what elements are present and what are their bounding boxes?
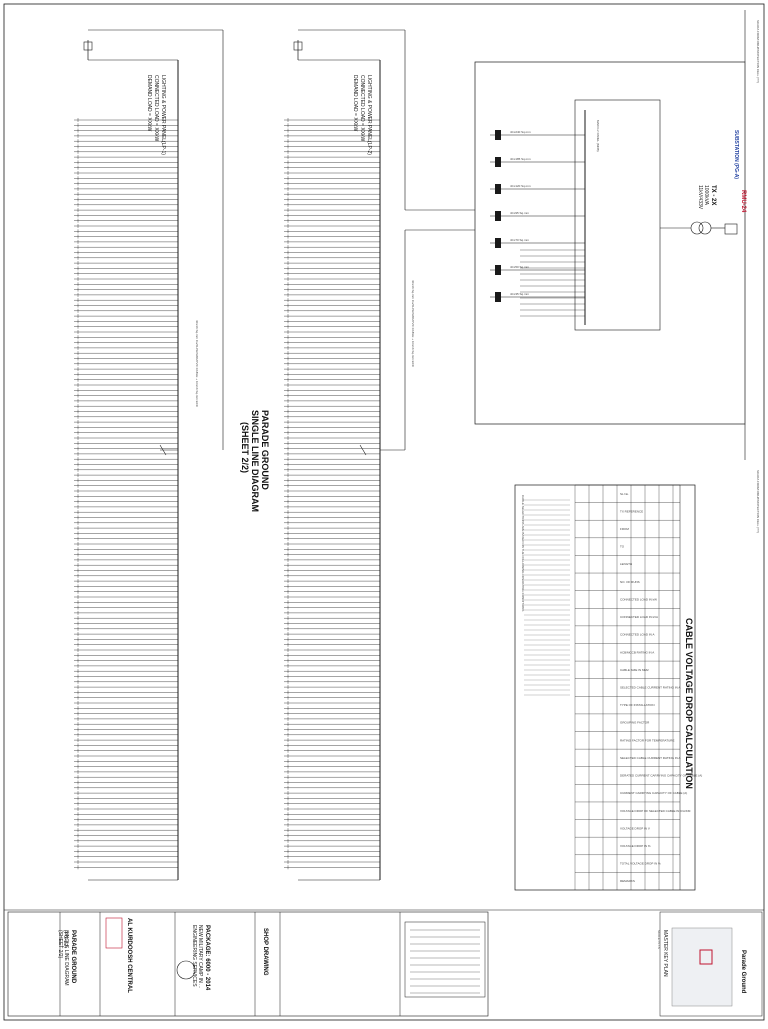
key-plan-title: MASTER KEY PLAN: [662, 930, 668, 977]
title-block: PARADE GROUND SINGLE LINE DIAGRAM (SHEET…: [7, 911, 489, 1017]
substation-title: SUBSTATION (PG-A): [733, 130, 739, 179]
substation-frame: [474, 61, 746, 425]
cable-table-column-header: VOLTAGE DROP IN %: [620, 844, 651, 848]
lv-feeder-label: 4Cx50 Sq.mm: [510, 265, 530, 269]
right-feeder-circuits: [284, 118, 380, 870]
legend-rows: [410, 929, 480, 994]
project-line-1: PACKAGE: 6000 - 2014: [204, 925, 210, 991]
cable-table-grid: SL No. TX REFERENCE FROM TO LENGTH NO. OF RUN…: [524, 484, 702, 890]
company-name: AL KURDOOSH CENTRAL: [126, 918, 132, 993]
cable-table-column-header: TOTAL VOLTAGE DROP IN %: [620, 862, 661, 866]
cable-table-column-header: TX REFERENCE: [620, 509, 643, 513]
transformer-label-1: TX - 2X: [710, 185, 716, 205]
cable-table-column-header: RATING FACTOR FOR TEMPERATURE: [620, 738, 674, 742]
master-key-plan: Parade Ground MASTER KEY PLAN SCALE: N.T…: [657, 911, 763, 1017]
left-panel-header-2: CONNECTED LOAD = XXkW: [153, 75, 159, 142]
left-panel-header-1: LIGHTING & POWER PANEL(LP-1): [160, 75, 166, 155]
lv-panel-frame: [574, 99, 661, 331]
left-distribution-panel: LIGHTING & POWER PANEL(LP-1) CONNECTED L…: [74, 29, 224, 881]
cable-table-column-header: SELECTED CABLE CURRENT RATING IN A: [620, 756, 680, 760]
key-plan-location: Parade Ground: [740, 950, 746, 994]
cable-table-column-header: ACB/MCCB RATING IN A: [620, 650, 654, 654]
key-plan-marker: [699, 949, 713, 965]
outgoing-note: SCADA FROM RMU/PROTECTION CELL (YY): [756, 470, 760, 533]
transformer-label-2: 1000kVA: [703, 185, 709, 206]
left-feeder-note: 4Cx16 Sq.mm Cu/XLPE/SWA/PVC CABLE + 1Cx1…: [195, 320, 199, 408]
right-distribution-panel: LIGHTING & POWER PANEL(LP-2) CONNECTED L…: [222, 29, 475, 881]
left-panel-header-3: DEMAND LOAD = XXkW: [146, 75, 152, 132]
cable-table-column-header: TYPE OF INSTALLATION: [620, 703, 655, 707]
cable-voltage-drop-table: CABLE VOLTAGE DROP CALCULATION CABLE SEL…: [514, 484, 702, 891]
lv-feeder-label: 4Cx240 Sq.mm: [510, 130, 531, 134]
cable-table-column-header: VOLTAGE DROP IN V: [620, 826, 650, 830]
diagram-title-line-3: (SHEET 2/2): [240, 422, 250, 473]
rmu-label: RMU-24: [740, 190, 746, 213]
right-feeder-note: 4Cx16 Sq.mm Cu/XLPE/SWA/PVC CABLE + 1Cx1…: [411, 280, 415, 368]
lv-panel-feeders: 4Cx240 Sq.mm 4Cx185 Sq.mm 4Cx120 Sq.mm 4Cx9…: [490, 130, 585, 317]
diagram-title-line-1: PARADE GROUND: [260, 410, 270, 490]
rmu-symbol: [724, 223, 738, 235]
transformer-label-3: 11kV/433V: [697, 185, 703, 210]
cable-table-column-header: GROUPING FACTOR: [620, 721, 650, 725]
diagram-title: PARADE GROUND SINGLE LINE DIAGRAM (SHEET…: [240, 410, 270, 512]
cable-table-column-header: CABLE SIZE IN MM2: [620, 668, 649, 672]
right-panel-header-2: CONNECTED LOAD = XXkW: [359, 75, 365, 142]
transformer-symbol: [698, 221, 712, 235]
cable-table-column-header: REMARKS: [620, 879, 635, 883]
lv-feeder-label: 4Cx95 Sq.mm: [510, 211, 530, 215]
cable-table-column-header: FROM: [620, 527, 629, 531]
key-plan-scale: SCALE: N.T.S: [657, 930, 661, 949]
lv-panel-header: MAIN LV PANEL (MDB): [596, 120, 600, 152]
right-panel-header-1: LIGHTING & POWER PANEL(LP-2): [366, 75, 372, 155]
cable-table-column-header: SL No.: [620, 492, 629, 496]
cable-table-column-header: CONNECTED LOAD IN A: [620, 633, 655, 637]
lv-feeder-label: 4Cx185 Sq.mm: [510, 157, 531, 161]
cable-table-column-header: LENGTH: [620, 562, 632, 566]
cable-table-notes-title: CABLE SELECTIONS ARE BASED ON THE FOLLOW…: [521, 495, 525, 611]
cable-table-title: CABLE VOLTAGE DROP CALCULATION: [684, 618, 694, 789]
project-line-2: NEW MILITARY CAMP IN ...: [197, 925, 203, 988]
lv-feeder-label: 4Cx120 Sq.mm: [510, 184, 531, 188]
lv-feeder-label: 4Cx35 Sq.mm: [510, 292, 530, 296]
sheet-border: [3, 3, 765, 1021]
cable-table-column-header: SELECTED CABLE CURRENT RATING IN A: [620, 686, 680, 690]
drawing-number: (PG-22): [62, 930, 68, 948]
right-panel-header-3: DEMAND LOAD = XXkW: [352, 75, 358, 132]
shop-drawing-label: SHOP DRAWING: [262, 928, 268, 976]
cable-table-column-header: CONNECTED LOAD IN kW: [620, 597, 657, 601]
drawing-title-3: (SHEET 2/2): [57, 930, 63, 959]
ministry-seal-icon: [176, 960, 196, 980]
cable-table-column-header: VOLTAGE DROP OF SELECTED CABLE IN V/A/KM: [620, 809, 691, 813]
substation-block: SUBSTATION (PG-A) SCADA FROM RMU/PROTECT…: [474, 10, 760, 533]
cable-table-column-header: TO: [620, 545, 625, 549]
cable-table-column-header: CONNECTED LOAD IN kVA: [620, 615, 658, 619]
drawing-title-2: SINGLE LINE DIAGRAM: [63, 930, 69, 986]
legend-box: [404, 921, 486, 998]
cable-table-column-header: NO. OF RUNS: [620, 580, 640, 584]
project-line-3: ENGINEERING SERVICES: [191, 925, 197, 987]
left-feeder-circuits: [74, 118, 178, 870]
diagram-title-line-2: SINGLE LINE DIAGRAM: [250, 410, 260, 512]
lv-feeder-label: 4Cx70 Sq.mm: [510, 238, 530, 242]
company-logo: [105, 917, 123, 949]
cable-table-column-header: DERATED CURRENT CARRYING CAPACITY OF CAB…: [620, 774, 702, 778]
drawing-title-1: PARADE GROUND: [70, 930, 76, 984]
cable-table-column-header: CURRENT CARRYING CAPACITY OF CABLE (A): [620, 791, 687, 795]
incoming-note: SCADA FROM RMU/PROTECTION CELL (YY): [756, 20, 760, 83]
